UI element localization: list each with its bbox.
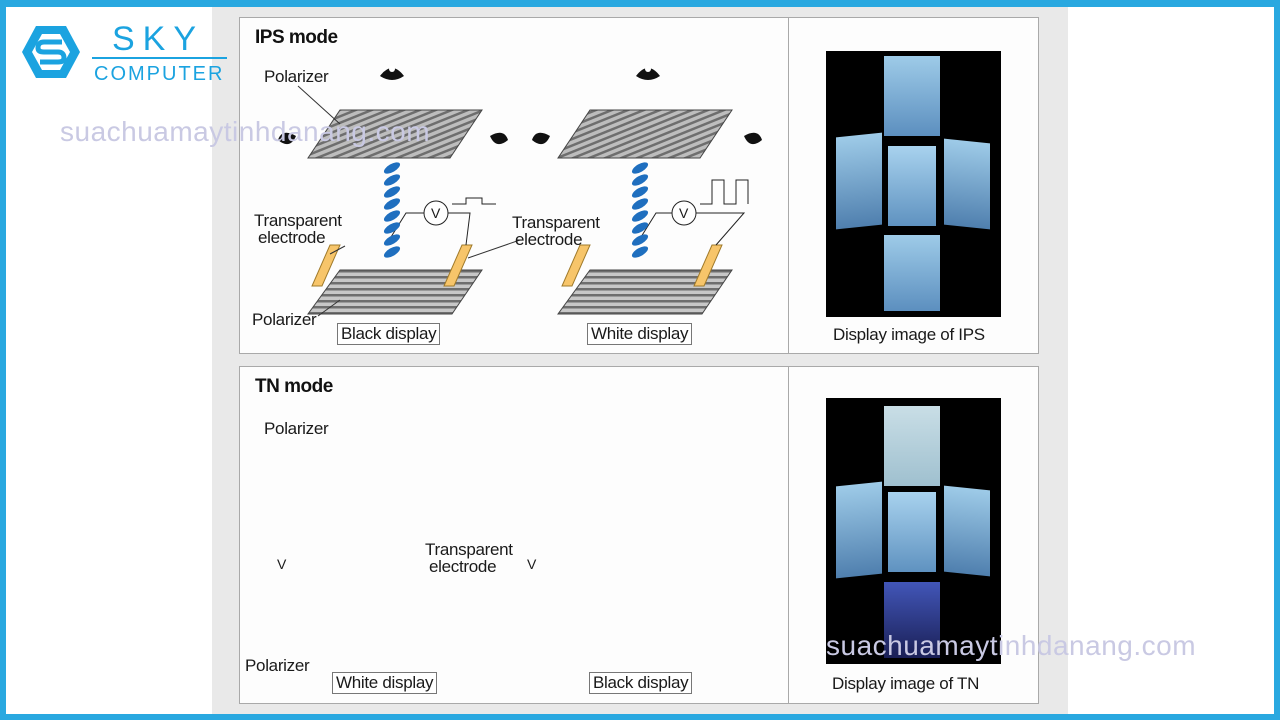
liquid-crystal-helix [383,162,649,258]
logo-name: SKY [112,20,205,58]
tn-voltmeter-left: V [277,556,287,572]
tn-voltmeter-right: V [527,556,537,572]
ips-polarizer-top-label: Polarizer [264,67,329,86]
watermark-top: suachuamaytinhdanang.com [60,116,431,147]
ips-electrode-left-label-1: Transparent [254,211,342,230]
photo-tile [888,492,936,572]
logo-subtitle: COMPUTER [94,63,225,85]
ips-white-display-label: White display [587,323,693,345]
photo-tile [888,146,936,226]
logo-divider [92,57,227,59]
ips-electrode-right-label-1: Transparent [512,213,600,232]
polarizer-top-right [557,109,733,159]
tn-electrode-label-2: electrode [429,557,497,576]
ips-voltmeter-left: V [431,205,441,221]
photo-tile [884,582,940,658]
ips-polarizer-bottom-label: Polarizer [252,310,317,329]
photo-tile [884,56,940,136]
tn-white-display-label: White display [332,672,438,694]
tn-polarizer-top-label: Polarizer [264,419,329,438]
tn-diagram-panel [239,366,789,704]
polarizer-bottom-right [557,269,733,315]
ips-voltmeter-right: V [679,205,689,221]
tn-viewing-angle-image [826,398,1001,664]
sky-logo-icon [22,26,80,78]
ips-title: IPS mode [255,27,338,48]
polarizer-bottom-left [307,269,483,315]
tn-polarizer-bottom-label: Polarizer [245,656,310,675]
watermark-bottom: suachuamaytinhdanang.com [826,630,1197,661]
photo-tile [884,235,940,311]
polarizer-top-left [307,109,483,159]
tn-image-caption: Display image of TN [832,674,980,693]
ips-viewing-angle-image [826,51,1001,317]
tn-black-display-label: Black display [589,672,693,694]
ips-black-display-label: Black display [337,323,441,345]
tn-electrode-label-1: Transparent [425,540,513,559]
eye-icon [278,66,762,145]
ips-electrode-right-label-2: electrode [515,230,583,249]
ips-electrode-left-label-2: electrode [258,228,326,247]
tn-title: TN mode [255,376,333,397]
photo-tile [884,406,940,486]
ips-image-caption: Display image of IPS [833,325,985,344]
